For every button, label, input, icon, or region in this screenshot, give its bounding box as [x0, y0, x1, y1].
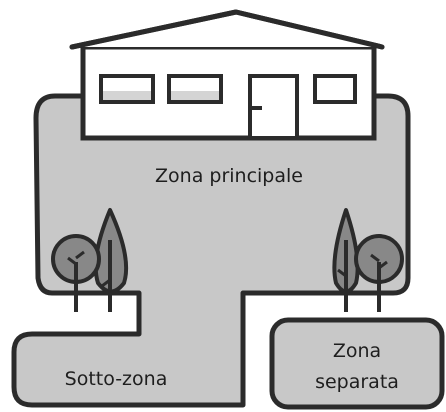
zona-separata-area	[269, 317, 445, 410]
zona-principale-label: Zona principale	[155, 165, 303, 187]
tree-icon	[332, 208, 404, 312]
zona-separata-label-line2: separata	[315, 371, 399, 393]
window-3	[313, 74, 357, 104]
tree-icon	[51, 208, 129, 312]
window-2	[167, 74, 223, 104]
house-icon	[69, 9, 385, 141]
house-door	[248, 74, 299, 140]
zona-principale-area	[11, 93, 411, 408]
zona-separata-label-line1: Zona	[333, 340, 381, 362]
window-1	[99, 74, 155, 104]
sotto-zona-label: Sotto-zona	[65, 368, 168, 390]
